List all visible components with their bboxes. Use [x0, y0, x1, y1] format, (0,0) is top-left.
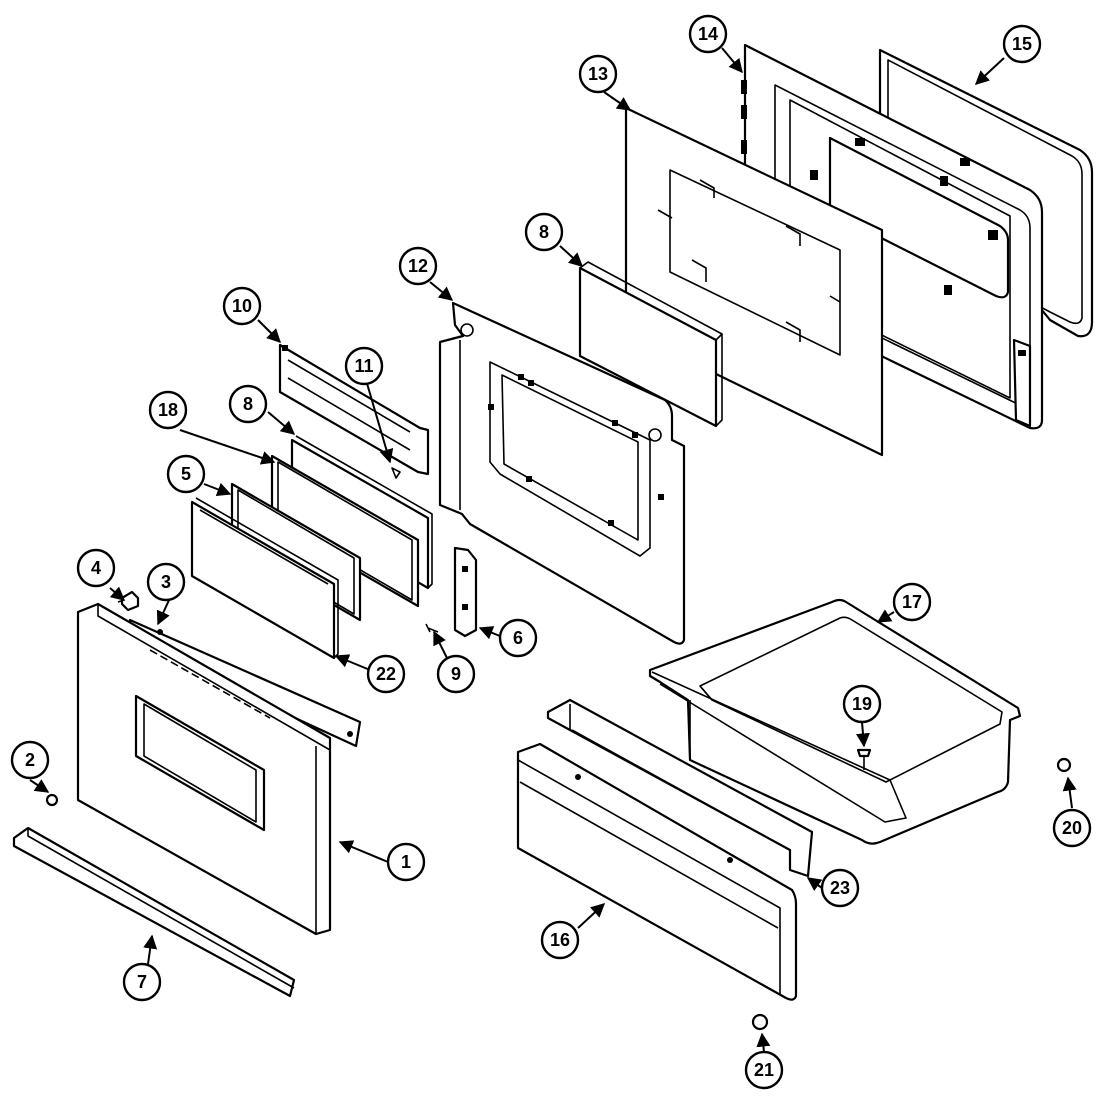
callout-1-label: 1	[401, 852, 411, 872]
callout-22-label: 22	[376, 664, 396, 684]
callout-18-label: 18	[158, 400, 178, 420]
callout-18: 18	[148, 390, 188, 430]
part-1-outer-door-panel	[76, 602, 332, 936]
callout-8-upper: 8	[524, 212, 564, 252]
callout-17: 17	[892, 582, 932, 622]
callout-1: 1	[386, 842, 426, 882]
part-12-door-liner	[438, 301, 686, 645]
callout-16: 16	[540, 920, 580, 960]
part-10-hinge-plate	[278, 343, 430, 476]
callout-7: 7	[122, 962, 162, 1002]
part-11-clip	[391, 467, 401, 479]
callout-6: 6	[498, 618, 538, 658]
callout-19-label: 19	[852, 694, 872, 714]
callout-21: 21	[744, 1050, 784, 1090]
part-21-nut	[751, 1013, 769, 1031]
callout-12-label: 12	[408, 256, 428, 276]
callout-3-label: 3	[161, 572, 171, 592]
callout-6-label: 6	[513, 628, 523, 648]
callout-13-label: 13	[588, 64, 608, 84]
part-7-door-trim-rail	[12, 826, 296, 998]
callout-16-label: 16	[550, 930, 570, 950]
callout-19: 19	[842, 684, 882, 724]
part-4-handle-bolt	[117, 590, 140, 612]
callout-11: 11	[344, 346, 384, 386]
callout-15: 15	[1002, 24, 1042, 64]
callout-20: 20	[1052, 808, 1092, 848]
leader-lines	[29, 47, 1077, 1053]
callout-17-label: 17	[902, 592, 922, 612]
part-14-inner-door-panel	[741, 43, 1044, 430]
callout-15-label: 15	[1012, 34, 1032, 54]
part-20-nut	[1056, 757, 1072, 773]
part-23-drawer-rail	[546, 698, 814, 878]
callout-23: 23	[820, 868, 860, 908]
callout-13: 13	[578, 54, 618, 94]
callout-8-lower-label: 8	[243, 394, 253, 414]
callout-23-label: 23	[830, 878, 850, 898]
callout-21-label: 21	[754, 1060, 774, 1080]
callout-9-label: 9	[451, 664, 461, 684]
callout-5: 5	[166, 454, 206, 494]
callout-10-label: 10	[232, 296, 252, 316]
callout-11-label: 11	[354, 356, 373, 376]
callout-2: 2	[10, 740, 50, 780]
callout-8-upper-label: 8	[539, 222, 549, 242]
callout-20-label: 20	[1062, 818, 1082, 838]
callout-7-label: 7	[137, 972, 147, 992]
callout-2-label: 2	[25, 750, 35, 770]
callout-4-label: 4	[91, 558, 101, 578]
callout-10: 10	[222, 286, 262, 326]
callout-3: 3	[146, 562, 186, 602]
part-2-screw	[45, 793, 59, 807]
callout-14: 14	[688, 14, 728, 54]
callout-12: 12	[398, 246, 438, 286]
part-19-screw	[856, 748, 872, 770]
part-8-upper-glass-panel	[578, 261, 723, 428]
callout-14-label: 14	[698, 24, 718, 44]
part-6-hinge-bracket	[453, 546, 478, 638]
part-16-drawer-front-panel	[516, 742, 798, 1001]
callout-5-label: 5	[181, 464, 191, 484]
callout-9: 9	[436, 654, 476, 694]
part-9-screw	[425, 623, 439, 633]
callout-8-lower: 8	[228, 384, 268, 424]
callout-4: 4	[76, 548, 116, 588]
part-18-glass-frame	[270, 454, 420, 608]
part-13-door-front-panel	[624, 106, 884, 457]
part-17-storage-drawer	[648, 598, 1022, 845]
callout-22: 22	[366, 654, 406, 694]
